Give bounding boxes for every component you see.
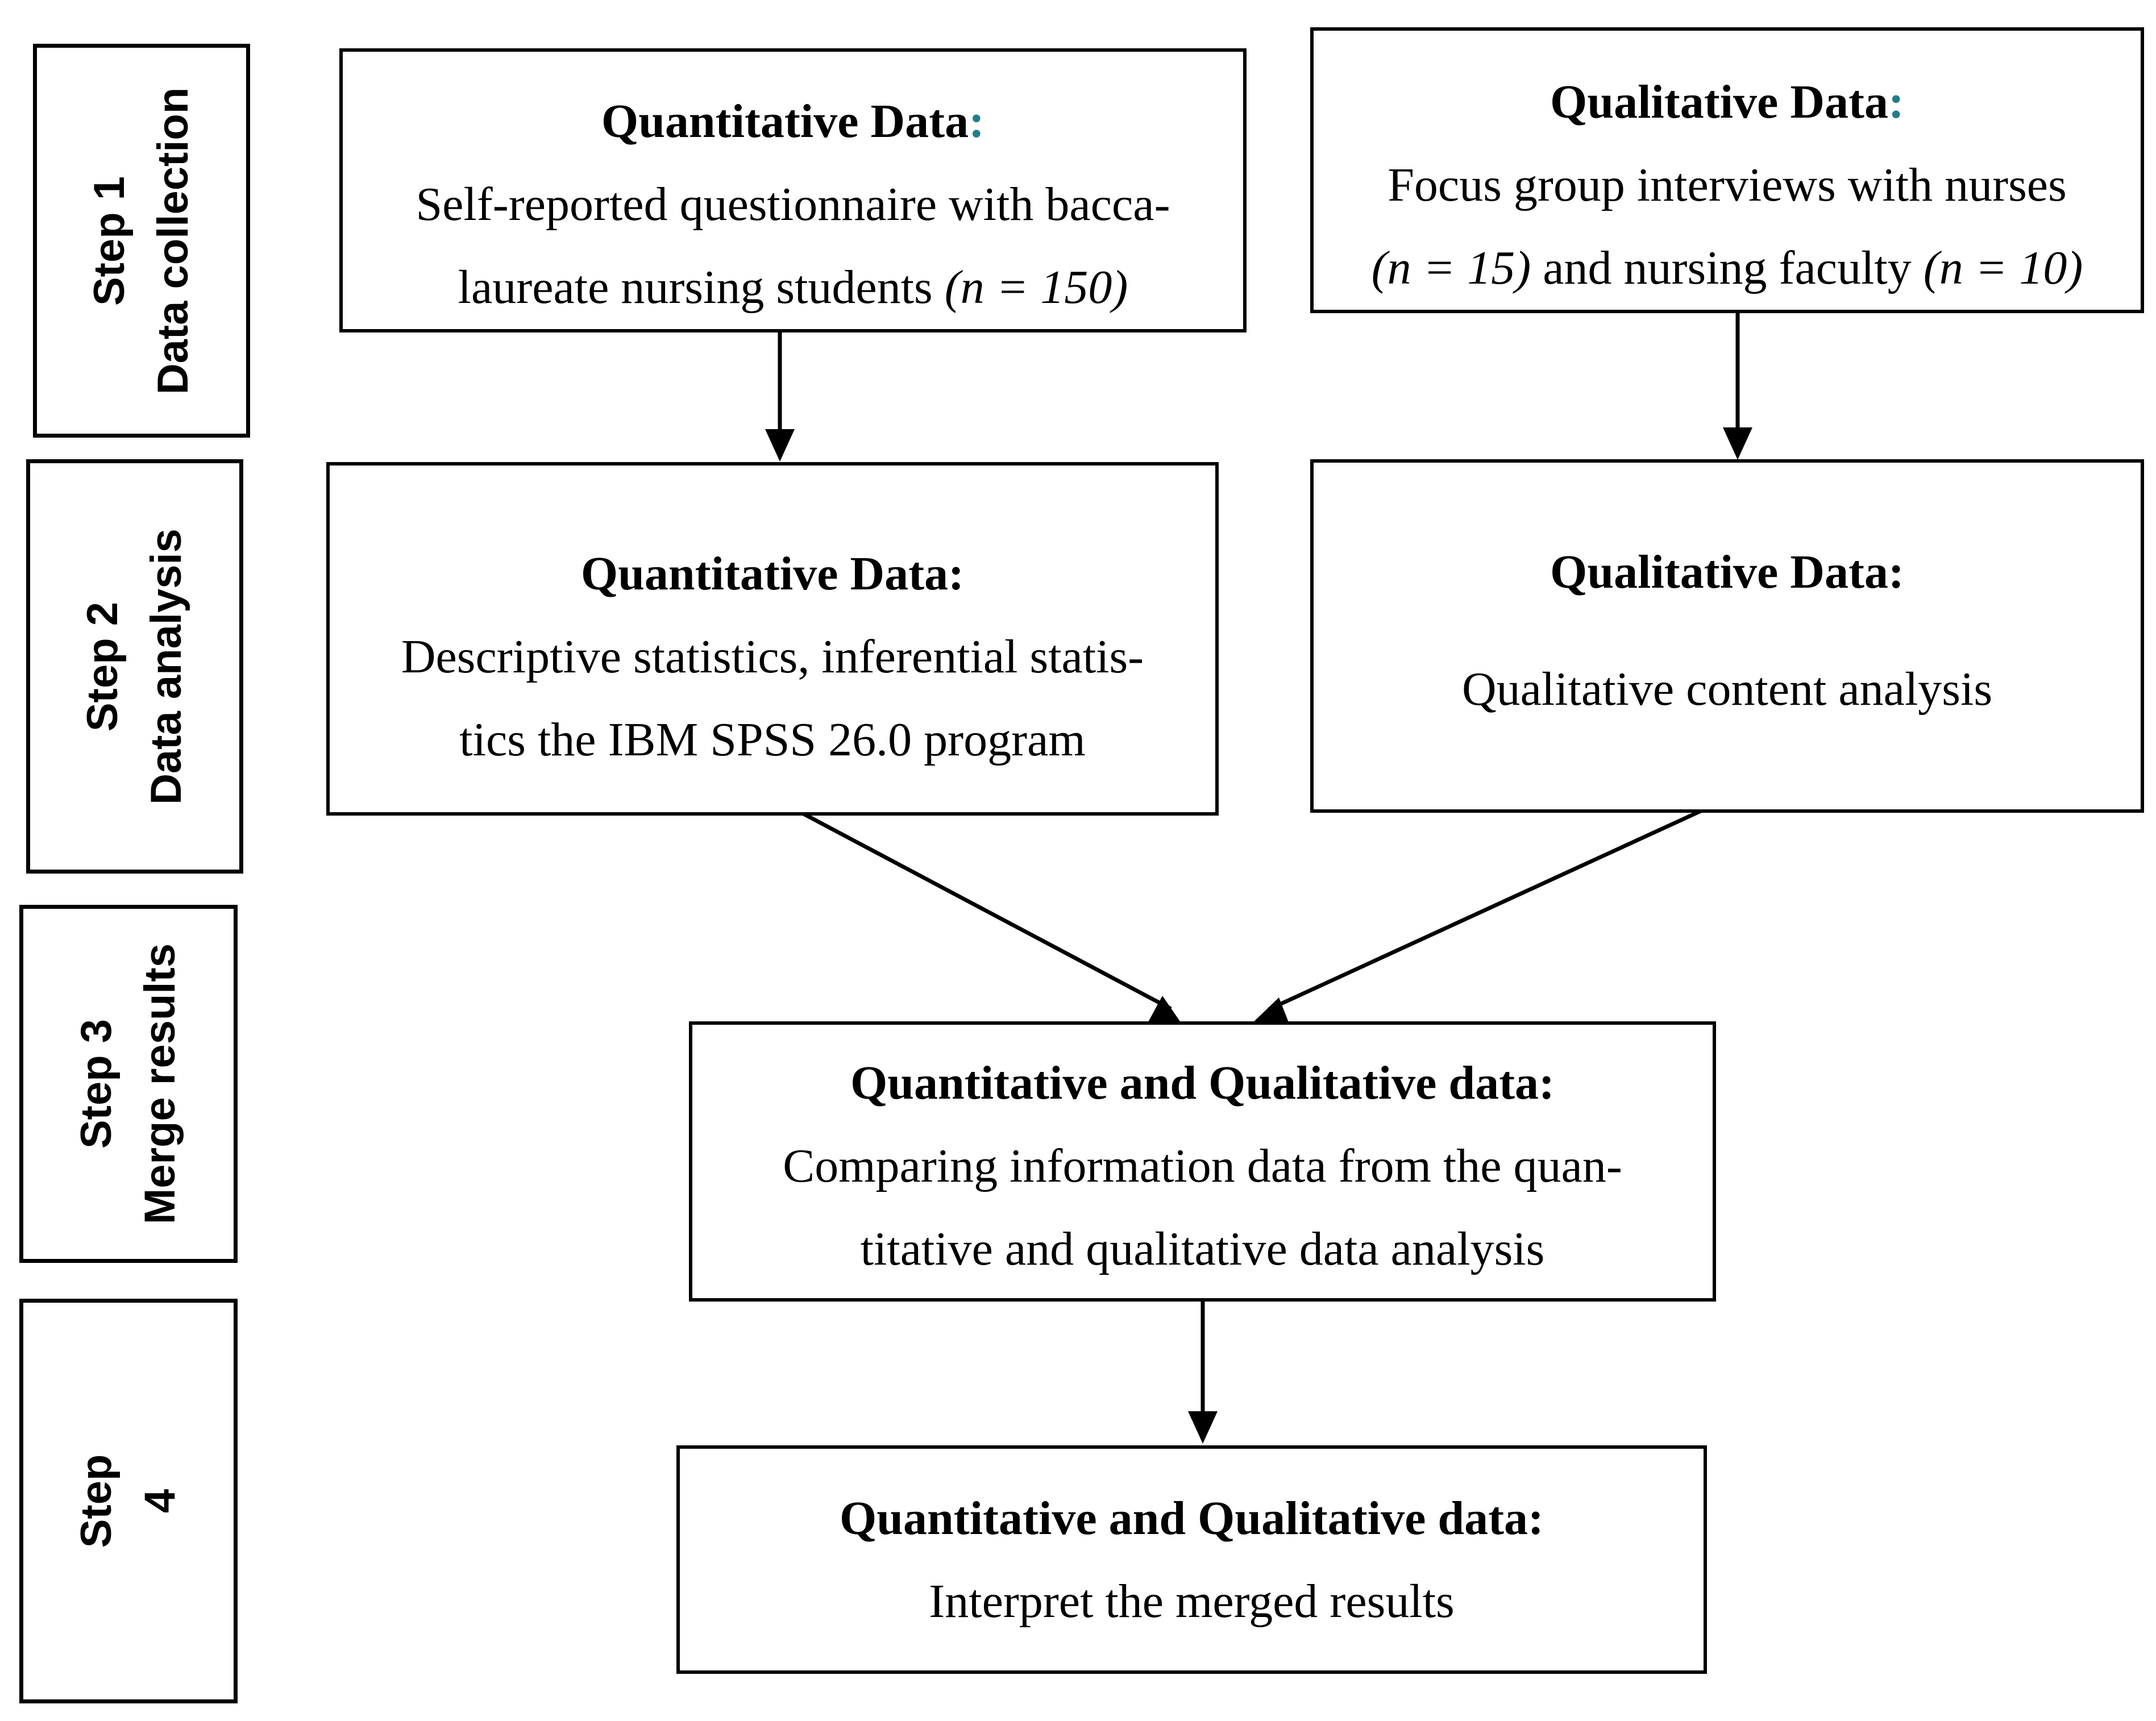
arrow-merge-to-interpret	[1188, 1300, 1218, 1444]
quant-collection-sample-size: (n = 150)	[944, 261, 1128, 314]
interpret-line1: Interpret the merged results	[929, 1575, 1455, 1628]
qual-collection-box: Qualitative Data: Focus group interviews…	[1310, 27, 2144, 313]
quant-collection-line1: Self-reported questionnaire with bacca-	[416, 178, 1170, 231]
merge-box: Quantitative and Qualitative data: Compa…	[689, 1021, 1716, 1302]
interpret-title: Quantitative and Qualitative data:	[839, 1492, 1544, 1545]
qual-collection-title: Qualitative Data:	[1550, 76, 1904, 128]
arrow-qual-analysis-to-merge	[1251, 809, 1702, 1025]
quant-analysis-box: Quantitative Data: Descriptive statistic…	[326, 462, 1219, 816]
step-1-box: Step 1 Data collection	[33, 44, 250, 438]
step-2-box: Step 2 Data analysis	[26, 459, 243, 874]
quant-collection-title: Quantitative Data:	[601, 95, 985, 148]
quant-collection-box: Quantitative Data: Self-reported questio…	[339, 48, 1247, 332]
qual-analysis-line1: Qualitative content analysis	[1461, 663, 1993, 716]
arrow-quant-collection-to-analysis	[765, 331, 795, 462]
quant-analysis-line2: tics the IBM SPSS 26.0 program	[459, 713, 1086, 766]
qual-collection-nurses-n: (n = 15)	[1371, 242, 1531, 294]
qual-collection-line1: Focus group interviews with nurses	[1388, 159, 2067, 211]
qual-analysis-box: Qualitative Data: Qualitative content an…	[1310, 459, 2144, 813]
qual-collection-line2: (n = 15) and nursing faculty (n = 10)	[1371, 242, 2083, 294]
quant-analysis-line1: Descriptive statistics, inferential stat…	[401, 630, 1144, 683]
interpret-box: Quantitative and Qualitative data: Inter…	[676, 1445, 1707, 1674]
step-3-box: Step 3 Merge results	[19, 905, 238, 1263]
merge-title: Quantitative and Qualitative data:	[850, 1057, 1555, 1109]
quant-analysis-title: Quantitative Data:	[580, 547, 965, 600]
arrow-quant-analysis-to-merge	[800, 810, 1181, 1023]
qual-collection-faculty-n: (n = 10)	[1923, 242, 2083, 294]
qual-analysis-title: Qualitative Data:	[1550, 546, 1904, 598]
arrow-qual-collection-to-analysis	[1723, 311, 1752, 460]
merge-line2: titative and qualitative data analysis	[860, 1223, 1545, 1275]
merge-line1: Comparing information data from the quan…	[783, 1140, 1622, 1192]
quant-collection-line2: laureate nursing students (n = 150)	[458, 261, 1128, 314]
step-4-box: Step 4	[19, 1299, 238, 1703]
